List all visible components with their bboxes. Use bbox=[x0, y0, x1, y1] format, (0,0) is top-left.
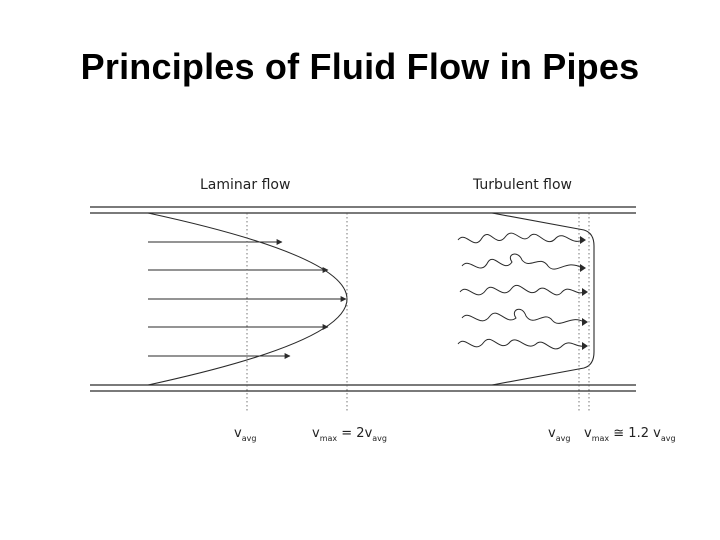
turbulent-arrow-tip bbox=[580, 236, 586, 244]
laminar-vavg-label: vavg bbox=[234, 426, 256, 443]
slide-title: Principles of Fluid Flow in Pipes bbox=[80, 46, 640, 87]
turbulent-vavg-label: vavg bbox=[548, 426, 570, 443]
turbulent-eddy-line bbox=[457, 232, 583, 244]
pipe-walls bbox=[90, 206, 636, 392]
turbulent-eddy-line bbox=[461, 308, 585, 324]
laminar-velocity-arrows bbox=[148, 239, 347, 359]
turbulent-arrow-tip bbox=[582, 288, 588, 296]
turbulent-arrow-tip bbox=[582, 342, 588, 350]
turbulent-eddies bbox=[457, 232, 585, 350]
turbulent-arrow-tip bbox=[580, 264, 586, 272]
turbulent-arrow-tip bbox=[582, 318, 588, 326]
laminar-vmax-label: vmax = 2vavg bbox=[312, 426, 387, 443]
turbulent-arrow-tips bbox=[580, 236, 588, 350]
laminar-reference-lines bbox=[246, 213, 348, 412]
turbulent-reference-lines bbox=[578, 213, 590, 412]
laminar-flow-label: Laminar flow bbox=[200, 177, 290, 193]
turbulent-section: Turbulent flow bbox=[457, 177, 676, 443]
turbulent-eddy-line bbox=[457, 338, 585, 350]
turbulent-eddy-line bbox=[461, 253, 583, 270]
laminar-section: Laminar flow vavg vmax = 2vavg bbox=[147, 177, 387, 443]
turbulent-profile bbox=[491, 212, 595, 386]
turbulent-vmax-label: vmax ≅ 1.2 vavg bbox=[584, 426, 676, 443]
turbulent-flow-label: Turbulent flow bbox=[472, 177, 572, 193]
laminar-parabola bbox=[147, 212, 348, 386]
turbulent-eddy-line bbox=[459, 285, 585, 296]
